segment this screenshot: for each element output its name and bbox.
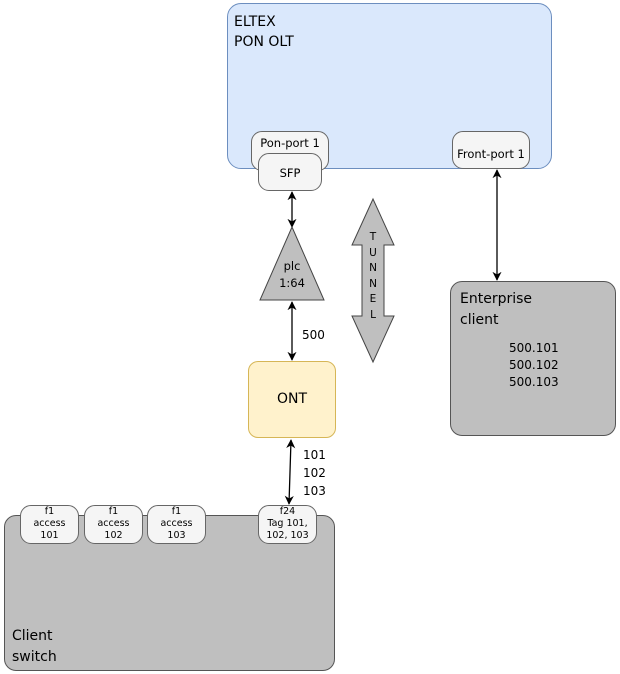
sfp-label: SFP [279,166,301,180]
port-line: access [97,518,130,529]
sfp-module[interactable]: SFP [258,153,322,191]
pon-port-label: Pon-port 1 [260,136,320,150]
port-line: access [160,518,193,529]
tunnel-letter: E [369,293,377,305]
switch-port-f24-trunk[interactable]: f24 Tag 101, 102, 103 [258,505,317,544]
switch-port-f1-access-101[interactable]: f1 access 101 [20,505,79,544]
port-line: 101 [40,530,59,541]
enterprise-vlan: 500.102 [509,358,559,372]
ont-device[interactable]: ONT [248,361,336,438]
client-switch-title-line2: switch [12,649,57,665]
enterprise-vlan: 500.101 [509,341,559,355]
splitter-label: plc 1:64 [270,258,314,292]
port-line: f24 [279,506,296,517]
port-line: 102, 103 [266,530,309,541]
tunnel-letter: U [369,246,377,259]
vlan-label: 102 [303,466,326,480]
vlan-label: 101 [303,448,326,462]
olt-title: ELTEX PON OLT [234,12,294,52]
port-line: 103 [167,530,186,541]
port-line: 102 [104,530,123,541]
client-switch-title-line1: Client [12,628,53,644]
enterprise-title-line2: client [460,312,499,328]
vlan-500-label: 500 [302,328,325,342]
enterprise-title-line1: Enterprise [460,291,533,307]
vlan-label: 103 [303,484,326,498]
front-port-label: Front-port 1 [457,147,525,161]
port-line: access [33,518,66,529]
ont-label: ONT [276,391,308,407]
tunnel-letter: N [369,262,377,274]
olt-title-line1: ELTEX [234,14,276,30]
splitter-label-line2: 1:64 [279,276,305,290]
enterprise-title: Enterprise client [460,289,532,331]
enterprise-vlan-list: 500.101 500.102 500.103 [509,340,559,391]
tunnel-letter: N [369,277,377,290]
tunnel-label: T U N N E L [366,230,380,323]
enterprise-client[interactable]: Enterprise client 500.101 500.102 500.10… [450,281,616,436]
link-ont-switch [284,439,296,505]
tunnel-letter: L [370,308,376,321]
port-line: f1 [44,506,55,517]
front-port-1[interactable]: Front-port 1 [452,131,530,169]
client-switch-title: Client switch [12,626,57,668]
tunnel-arrow [351,197,395,364]
switch-port-f1-access-102[interactable]: f1 access 102 [84,505,143,544]
ont-switch-vlan-labels: 101 102 103 [303,446,326,500]
port-line: f1 [171,506,182,517]
splitter-label-line1: plc [283,259,301,273]
port-line: Tag 101, [267,518,308,529]
enterprise-vlan: 500.103 [509,375,559,389]
splitter-triangle[interactable] [259,225,325,301]
tunnel-letter: T [369,231,377,243]
port-line: f1 [108,506,119,517]
switch-port-f1-access-103[interactable]: f1 access 103 [147,505,206,544]
olt-title-line2: PON OLT [234,34,294,50]
